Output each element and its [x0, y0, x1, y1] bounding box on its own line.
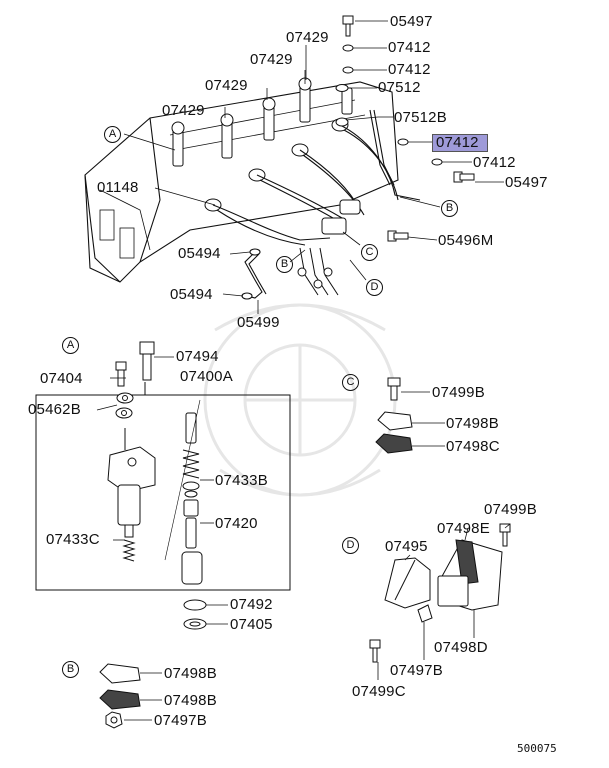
callout-07512[interactable]: 07512 — [378, 79, 421, 96]
callout-07498c[interactable]: 07498C — [446, 438, 500, 455]
leader-lines-c — [401, 391, 445, 447]
cylinder-head-assembly — [84, 77, 421, 300]
watermark-emblem — [203, 303, 397, 497]
callout-07494[interactable]: 07494 — [176, 348, 219, 365]
callout-07405[interactable]: 07405 — [230, 616, 273, 633]
callout-07429-d[interactable]: 07429 — [162, 102, 205, 119]
callout-07498e[interactable]: 07498E — [437, 520, 490, 537]
callout-05494-b[interactable]: 05494 — [170, 286, 213, 303]
callout-07497b-d[interactable]: 07497B — [390, 662, 443, 679]
callout-07404[interactable]: 07404 — [40, 370, 83, 387]
callout-07400a[interactable]: 07400A — [180, 368, 233, 385]
callout-07412-b[interactable]: 07412 — [388, 61, 431, 78]
callout-07412-a[interactable]: 07412 — [388, 39, 431, 56]
callout-07499c[interactable]: 07499C — [352, 683, 406, 700]
marker-c-main: C — [361, 244, 378, 261]
clamp-b-parts — [99, 663, 141, 729]
callout-07499b-d[interactable]: 07499B — [484, 501, 537, 518]
leader-lines-b — [124, 672, 162, 721]
callout-07495[interactable]: 07495 — [385, 538, 428, 555]
callout-07512b[interactable]: 07512B — [394, 109, 447, 126]
callout-07498d[interactable]: 07498D — [434, 639, 488, 656]
leader-lines-a — [96, 356, 228, 625]
callout-07498b-b2[interactable]: 07498B — [164, 692, 217, 709]
marker-a-section: A — [62, 337, 79, 354]
callout-07433b[interactable]: 07433B — [215, 472, 268, 489]
top-right-hardware — [335, 15, 475, 242]
marker-b-main-right: B — [441, 200, 458, 217]
callout-05497-right[interactable]: 05497 — [505, 174, 548, 191]
callout-07429-a[interactable]: 07429 — [286, 29, 329, 46]
callout-05494-a[interactable]: 05494 — [178, 245, 221, 262]
diagram-code: 500075 — [517, 742, 557, 755]
marker-c-section: C — [342, 374, 359, 391]
callout-07429-c[interactable]: 07429 — [205, 77, 248, 94]
callout-05499[interactable]: 05499 — [237, 314, 280, 331]
callout-07498b-b1[interactable]: 07498B — [164, 665, 217, 682]
clamp-c-parts — [375, 377, 413, 454]
callout-07433c[interactable]: 07433C — [46, 531, 100, 548]
callout-07498b-c[interactable]: 07498B — [446, 415, 499, 432]
marker-b-main-low: B — [276, 256, 293, 273]
callout-07412-highlighted[interactable]: 07412 — [432, 134, 488, 152]
callout-07412-c[interactable]: 07412 — [473, 154, 516, 171]
callout-07420[interactable]: 07420 — [215, 515, 258, 532]
injector-exploded-view — [35, 341, 291, 630]
leader-lines-d — [377, 523, 511, 680]
callout-05497-top[interactable]: 05497 — [390, 13, 433, 30]
callout-07497b-b[interactable]: 07497B — [154, 712, 207, 729]
callout-05462b[interactable]: 05462B — [28, 401, 81, 418]
marker-a-main: A — [104, 126, 121, 143]
callout-01148[interactable]: 01148 — [97, 179, 139, 196]
bracket-d-parts — [369, 523, 511, 663]
marker-d-section: D — [342, 537, 359, 554]
callout-07492[interactable]: 07492 — [230, 596, 273, 613]
callout-07499b-c[interactable]: 07499B — [432, 384, 485, 401]
marker-b-section: B — [62, 661, 79, 678]
leader-lines-main — [123, 20, 504, 314]
marker-d-main: D — [366, 279, 383, 296]
callout-07429-b[interactable]: 07429 — [250, 51, 293, 68]
callout-05496m[interactable]: 05496M — [438, 232, 494, 249]
